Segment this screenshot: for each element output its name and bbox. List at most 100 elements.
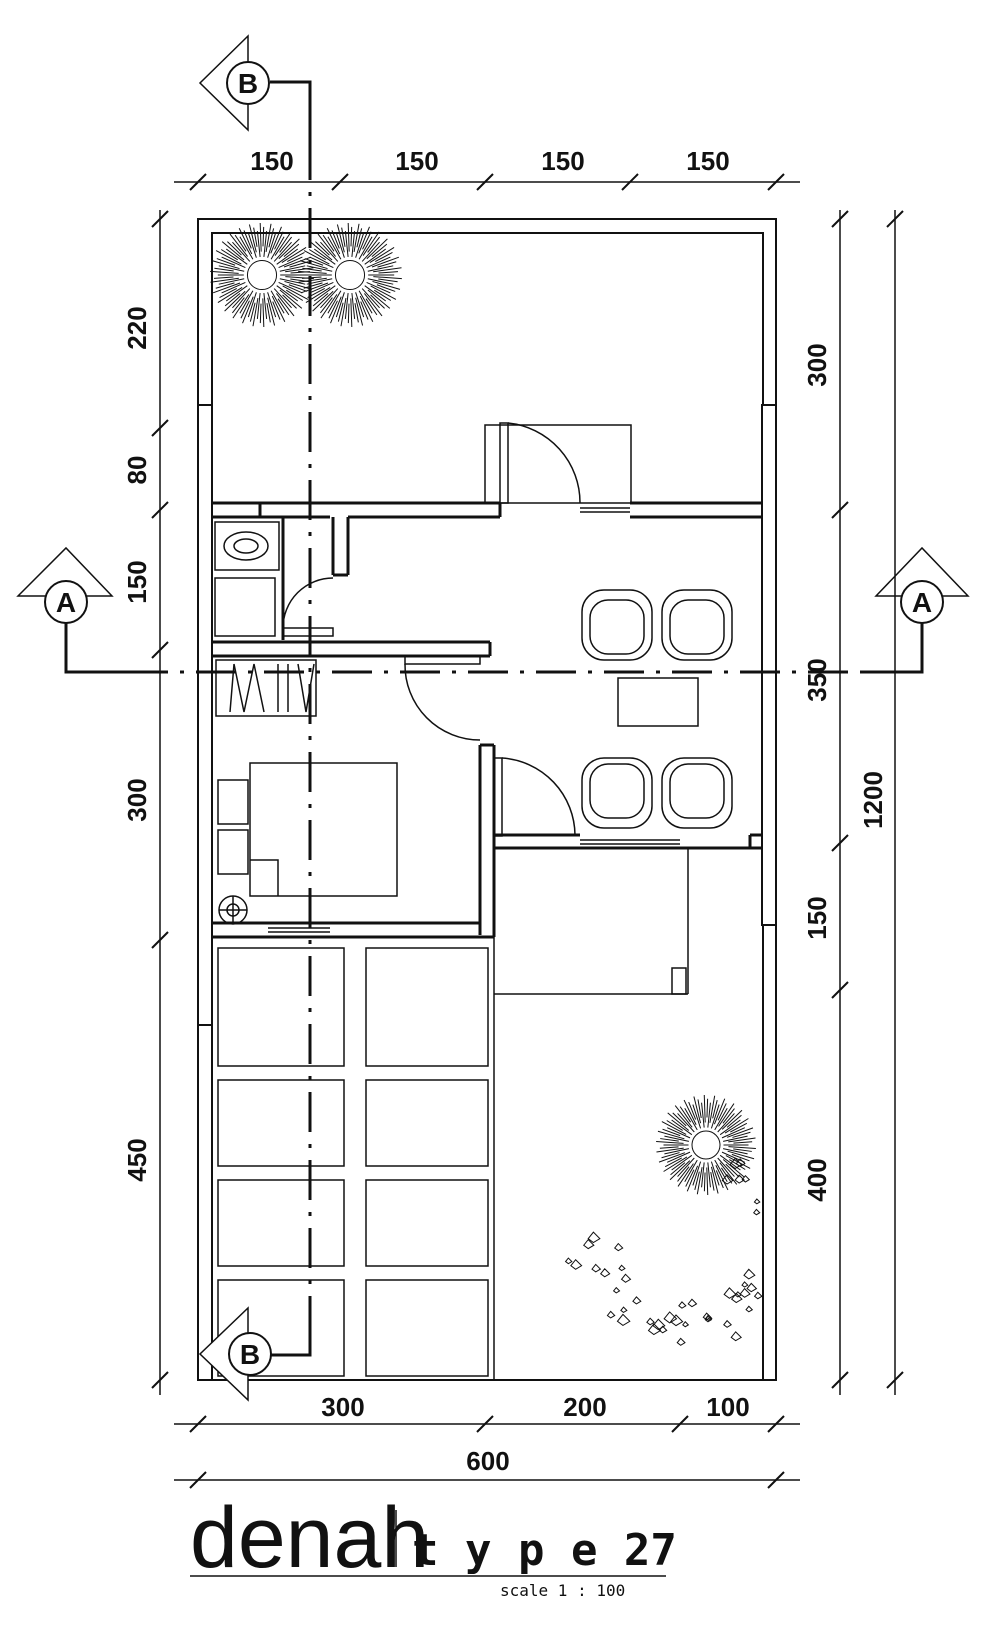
- drawing-title: denah: [190, 1490, 429, 1586]
- tree-symbol: [656, 1095, 756, 1195]
- dim-tick: [151, 931, 169, 949]
- shrub-leaf: [663, 1311, 678, 1324]
- dim-tick: [831, 834, 849, 852]
- shrub-leaf: [616, 1313, 631, 1326]
- dimension-lines: [159, 181, 896, 1481]
- dimensions-top: 150 150 150 150: [250, 146, 729, 176]
- shrub-leaf: [746, 1282, 758, 1293]
- dim-right-3: 150: [802, 896, 832, 939]
- dim-tick: [831, 981, 849, 999]
- shrub-leaf: [743, 1268, 756, 1280]
- title-block: denah t y p e 27 scale 1 : 100: [190, 1490, 677, 1600]
- wardrobe: [215, 659, 317, 717]
- windows: [268, 507, 680, 933]
- paving-tile: [365, 947, 489, 1067]
- shrub-leaf: [687, 1298, 698, 1308]
- dim-top-4: 150: [686, 146, 729, 176]
- dim-tick: [767, 173, 785, 191]
- dim-tick: [151, 210, 169, 228]
- paving-tile: [217, 1179, 345, 1267]
- shrub: [564, 1157, 763, 1346]
- paving-tiles: [217, 947, 489, 1377]
- tree-symbol: [298, 223, 402, 327]
- shrub-leaf: [587, 1231, 601, 1244]
- shrub-leaf: [753, 1208, 761, 1216]
- shrub-leaf: [632, 1296, 642, 1305]
- shrub-leaf: [613, 1242, 624, 1252]
- dim-tick: [767, 1471, 785, 1489]
- shrub-leaf: [658, 1325, 668, 1334]
- dim-tick: [476, 173, 494, 191]
- shrub-leaf: [741, 1281, 749, 1288]
- shrub-leaf: [730, 1292, 743, 1304]
- dim-tick: [886, 210, 904, 228]
- interior-walls: [212, 501, 762, 939]
- dimensions-bottom: 300 200 100 600: [321, 1392, 749, 1476]
- paving-tile: [365, 1279, 489, 1377]
- plot-boundary: [197, 218, 777, 1381]
- shrub-leaf: [753, 1198, 761, 1205]
- shrub-leaf: [753, 1291, 763, 1300]
- dim-bottom-total: 600: [466, 1446, 509, 1476]
- shrub-leaf: [678, 1301, 687, 1309]
- shrub-leaf: [620, 1273, 632, 1283]
- shrub-leaf: [612, 1286, 621, 1294]
- paving-tile: [217, 947, 345, 1067]
- exterior-wall-left: [197, 404, 777, 1026]
- shrub-leaf: [620, 1306, 628, 1313]
- dim-top-1: 150: [250, 146, 293, 176]
- dim-tick: [151, 419, 169, 437]
- dimensions-left: 220 80 150 300 450: [122, 306, 152, 1181]
- shrub-leaf: [583, 1238, 595, 1250]
- dim-right-2: 350: [802, 658, 832, 701]
- dim-left-5: 450: [122, 1138, 152, 1181]
- dim-tick: [476, 1415, 494, 1433]
- section-marker-b-top: B: [198, 34, 270, 132]
- dimensions-right: 300 350 150 400 1200: [802, 343, 888, 1201]
- dim-left-2: 80: [122, 456, 152, 485]
- section-marker-a-left-label: A: [56, 587, 76, 618]
- dim-tick: [831, 1371, 849, 1389]
- paving-tile: [365, 1179, 489, 1267]
- dim-right-1: 300: [802, 343, 832, 386]
- section-marker-a-left: A: [16, 546, 114, 624]
- carport: [493, 848, 689, 1380]
- shrub-leaf: [652, 1318, 666, 1331]
- dim-right-4: 400: [802, 1158, 832, 1201]
- dim-tick: [151, 501, 169, 519]
- paving-tile: [365, 1079, 489, 1167]
- section-marker-b-bottom: B: [198, 1306, 272, 1402]
- paving-tile: [217, 1079, 345, 1167]
- bed: [217, 762, 398, 925]
- dim-left-3: 150: [122, 560, 152, 603]
- dim-top-2: 150: [395, 146, 438, 176]
- section-line-b: [270, 80, 312, 1357]
- dim-tick: [671, 1415, 689, 1433]
- dining-set: [581, 589, 733, 829]
- shrub-leaf: [591, 1263, 602, 1273]
- doors: [282, 422, 632, 837]
- shrub-leaf: [647, 1323, 662, 1336]
- shrub-leaf: [730, 1331, 743, 1342]
- section-marker-b-bottom-label: B: [240, 1339, 260, 1370]
- dim-tick: [189, 1415, 207, 1433]
- dim-bottom-3: 100: [706, 1392, 749, 1422]
- dim-tick: [189, 173, 207, 191]
- shrub-leaf: [570, 1258, 583, 1270]
- dim-tick: [151, 641, 169, 659]
- dim-tick: [831, 501, 849, 519]
- shrub-leaf: [676, 1337, 686, 1346]
- paving-tile: [217, 1279, 345, 1377]
- toilet-fixtures: [214, 521, 280, 637]
- drawing-scale: scale 1 : 100: [500, 1581, 625, 1600]
- section-marker-a-right: A: [874, 546, 970, 624]
- section-marker-b-top-label: B: [238, 68, 258, 99]
- shrub-leaf: [739, 1287, 751, 1298]
- dimension-ticks: [151, 173, 904, 1489]
- shrub-leaf: [734, 1174, 745, 1184]
- shrub-leaf: [723, 1287, 737, 1299]
- shrub-leaf: [646, 1317, 655, 1326]
- shrub-leaf: [721, 1173, 734, 1185]
- shrub-leaf: [682, 1321, 690, 1328]
